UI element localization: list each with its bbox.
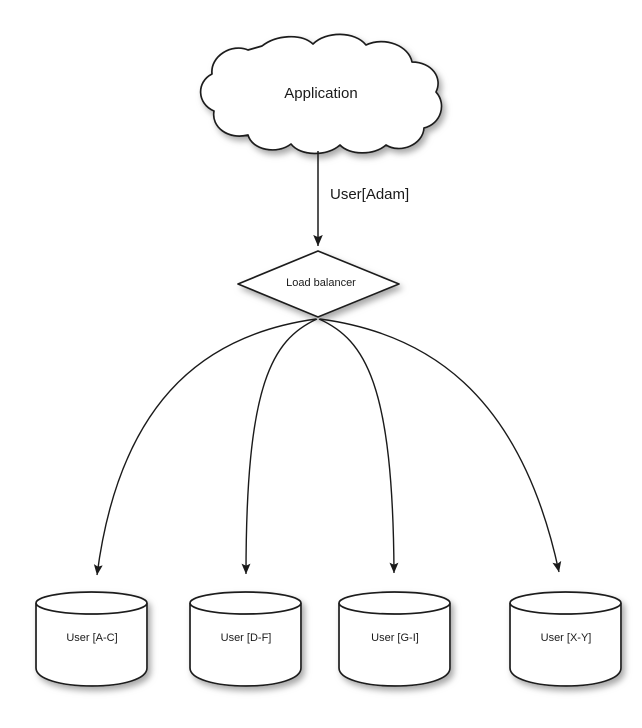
- db-a-c-shape: [35, 591, 148, 687]
- edge-to-db-d-f: [241, 318, 318, 575]
- edges-balancer-to-databases: [93, 318, 562, 576]
- db-x-y-shape: [509, 591, 622, 687]
- edge-to-db-g-i: [318, 318, 399, 574]
- db-g-i-shape: [338, 591, 451, 687]
- db-d-f-shape: [189, 591, 302, 687]
- application-cloud-shape: [199, 33, 443, 155]
- edge-to-db-x-y: [319, 318, 562, 573]
- edge-to-db-a-c: [93, 318, 317, 576]
- load-balancer-shape: [237, 250, 400, 318]
